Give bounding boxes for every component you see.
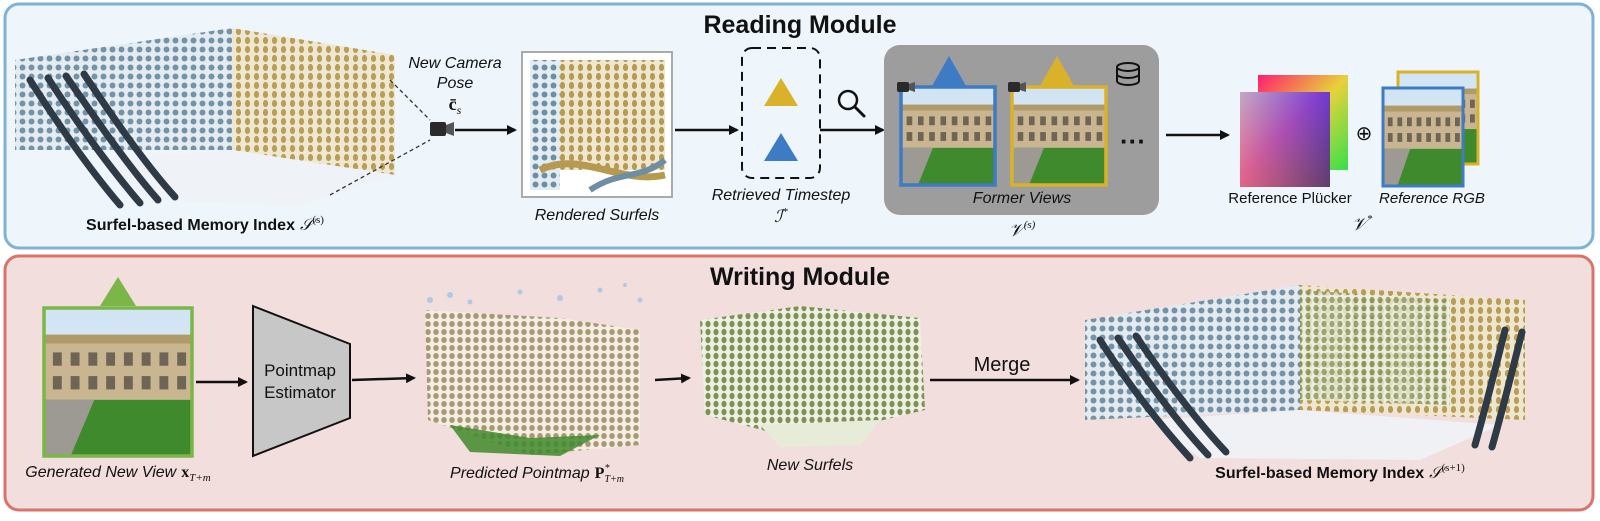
new-surfels-label: New Surfels <box>767 457 853 474</box>
reading-module-title: Reading Module <box>703 11 896 39</box>
camera-icon <box>430 122 454 136</box>
updated-memory-index-pointcloud <box>1085 285 1526 462</box>
writing-module-title: Writing Module <box>710 263 890 291</box>
pointmap-estimator-label-2: Estimator <box>264 383 336 402</box>
former-view-gold-triangle-icon <box>1040 56 1074 86</box>
former-views-label: Former Views <box>973 190 1071 207</box>
former-view-camera-icon-2 <box>1008 82 1026 92</box>
generated-view-triangle-icon <box>100 277 136 306</box>
former-view-gold <box>1010 85 1108 187</box>
retrieved-timestep-math: ℐ* <box>774 206 788 226</box>
former-view-camera-icon <box>897 82 915 92</box>
blue-triangle-icon <box>764 133 798 161</box>
merge-label: Merge <box>974 354 1031 376</box>
rendered-surfels-label: Rendered Surfels <box>535 207 660 224</box>
rendered-surfels-image <box>521 51 673 198</box>
predicted-pointmap-image <box>425 283 643 456</box>
retrieved-timestep-label: Retrieved Timestep <box>712 187 851 204</box>
arrow-estimator-to-pointmap <box>351 373 416 384</box>
reference-rgb-image <box>1381 70 1480 188</box>
search-icon <box>837 89 866 118</box>
reading-module-panel <box>3 2 1595 250</box>
oplus-symbol: ⊕ <box>1356 123 1373 145</box>
pointmap-estimator-block <box>252 304 351 458</box>
camera-pose-label-2: Pose <box>437 75 474 92</box>
former-view-blue-triangle-icon <box>932 56 966 86</box>
arrow-pointmap-to-surfels <box>654 373 691 384</box>
reference-rgb-label: Reference RGB <box>1379 190 1485 207</box>
reference-plucker-image <box>1240 75 1348 187</box>
gold-triangle-icon <box>764 78 798 106</box>
generated-new-view-image <box>42 306 194 458</box>
memory-index-pointcloud <box>15 28 395 209</box>
new-surfels-image <box>700 306 925 447</box>
pointmap-estimator-label-1: Pointmap <box>264 361 336 380</box>
former-views-ellipsis: ··· <box>1120 126 1146 156</box>
retrieved-timestep-box <box>741 47 821 179</box>
camera-pose-math: c̄s <box>449 94 462 117</box>
frustum-line-bottom <box>329 139 431 196</box>
camera-pose-label-1: New Camera <box>408 55 501 72</box>
former-view-blue <box>899 85 997 187</box>
frustum-line-top <box>389 79 431 121</box>
database-icon <box>1116 62 1140 86</box>
reference-plucker-label: Reference Plücker <box>1228 190 1351 207</box>
